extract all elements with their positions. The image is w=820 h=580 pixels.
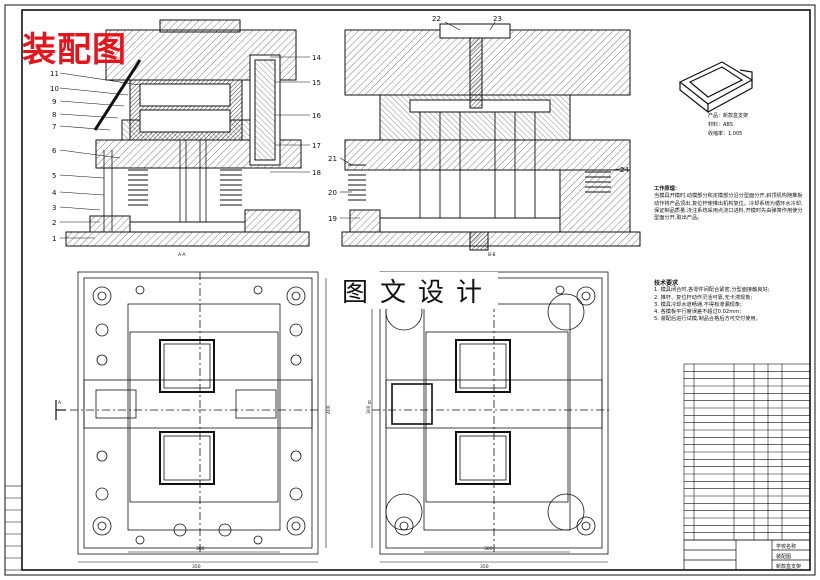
section-label: B-B bbox=[488, 252, 496, 258]
plan-view-right bbox=[371, 271, 612, 563]
process-text: 当模具开模时,动模部分和定模部分沿分型面分开,斜顶机构随推板动作将产品顶出,复位… bbox=[654, 193, 803, 222]
tech-item: 5. 装配后进行试模,制品合格后方可交付使用。 bbox=[654, 316, 761, 323]
dimension-label: 300 bbox=[366, 405, 372, 414]
section-a-view bbox=[59, 19, 310, 247]
callout: 6 bbox=[52, 147, 57, 155]
outer-frame bbox=[4, 4, 816, 576]
bom-table bbox=[683, 363, 811, 541]
callout: 9 bbox=[52, 98, 56, 106]
callout: 21 bbox=[328, 155, 337, 163]
plan-view-left bbox=[55, 271, 327, 563]
tech-title: 技术要求 bbox=[654, 280, 679, 287]
product-sketch bbox=[678, 61, 754, 114]
title-block bbox=[683, 539, 811, 571]
callout: 11 bbox=[50, 70, 59, 78]
tech-item: 1. 模具闭合时,各零件间配合紧密,分型面接触良好; bbox=[654, 287, 770, 294]
callout: 22 bbox=[432, 15, 441, 23]
drawing-name: 装配图 bbox=[776, 554, 792, 560]
dimension-label: 300 bbox=[484, 546, 493, 552]
callout: 4 bbox=[52, 189, 57, 197]
left-margin-table bbox=[4, 485, 23, 571]
callout: 14 bbox=[312, 54, 321, 62]
tech-item: 2. 推杆、复位杆动作灵活可靠,无卡滞现象; bbox=[654, 294, 753, 301]
tech-notes: 技术要求 1. 模具闭合时,各零件间配合紧密,分型面接触良好; 2. 推杆、复位… bbox=[654, 280, 804, 324]
school-name: 学校名称 bbox=[776, 544, 797, 550]
dimension-label: 300 bbox=[196, 546, 205, 552]
dimension-label: 400 bbox=[326, 405, 332, 414]
title-block-text: 学校名称 装配图 新款盒支架 bbox=[776, 542, 801, 572]
dimension-label: 350 bbox=[192, 564, 201, 570]
material-label: 材料：ABS bbox=[708, 122, 733, 128]
tech-item: 4. 各模板平行度误差不超过0.02mm; bbox=[654, 309, 742, 316]
callout: 8 bbox=[52, 111, 56, 119]
product-info: 产品：新款盒支架 材料：ABS 收缩率：1.005 bbox=[708, 112, 748, 139]
callout: 7 bbox=[52, 123, 56, 131]
callout: 16 bbox=[312, 112, 321, 120]
callout: 10 bbox=[50, 85, 59, 93]
tech-item: 3. 模具冷却水道畅通,不得有渗漏现象; bbox=[654, 301, 742, 308]
callout: 23 bbox=[493, 15, 502, 23]
callout: 19 bbox=[328, 215, 337, 223]
process-notes: 工作原理： 当模具开模时,动模部分和定模部分沿分型面分开,斜顶机构随推板动作将产… bbox=[654, 186, 804, 222]
callout: 20 bbox=[328, 189, 337, 197]
callout: 24 bbox=[620, 166, 629, 174]
shrink-label: 收缩率：1.005 bbox=[708, 131, 743, 137]
view-mark: B bbox=[368, 400, 371, 406]
view-mark: A bbox=[58, 400, 62, 406]
callout: 2 bbox=[52, 219, 56, 227]
product-name: 新款盒支架 bbox=[776, 564, 802, 570]
callout: 3 bbox=[52, 204, 56, 212]
callout: 15 bbox=[312, 79, 321, 87]
callout: 1 bbox=[52, 235, 56, 243]
overlay-caption: 图文设计 bbox=[338, 272, 499, 309]
stamp-title: 装配图 bbox=[22, 30, 127, 70]
product-label: 产品：新款盒支架 bbox=[708, 113, 749, 119]
inner-frame bbox=[21, 9, 811, 571]
process-title: 工作原理： bbox=[654, 186, 680, 192]
callout: 18 bbox=[312, 169, 321, 177]
section-b-view bbox=[339, 21, 641, 251]
dimension-label: 350 bbox=[480, 564, 489, 570]
section-label: A-A bbox=[178, 252, 187, 258]
callout: 17 bbox=[312, 142, 321, 150]
callout: 5 bbox=[52, 172, 56, 180]
